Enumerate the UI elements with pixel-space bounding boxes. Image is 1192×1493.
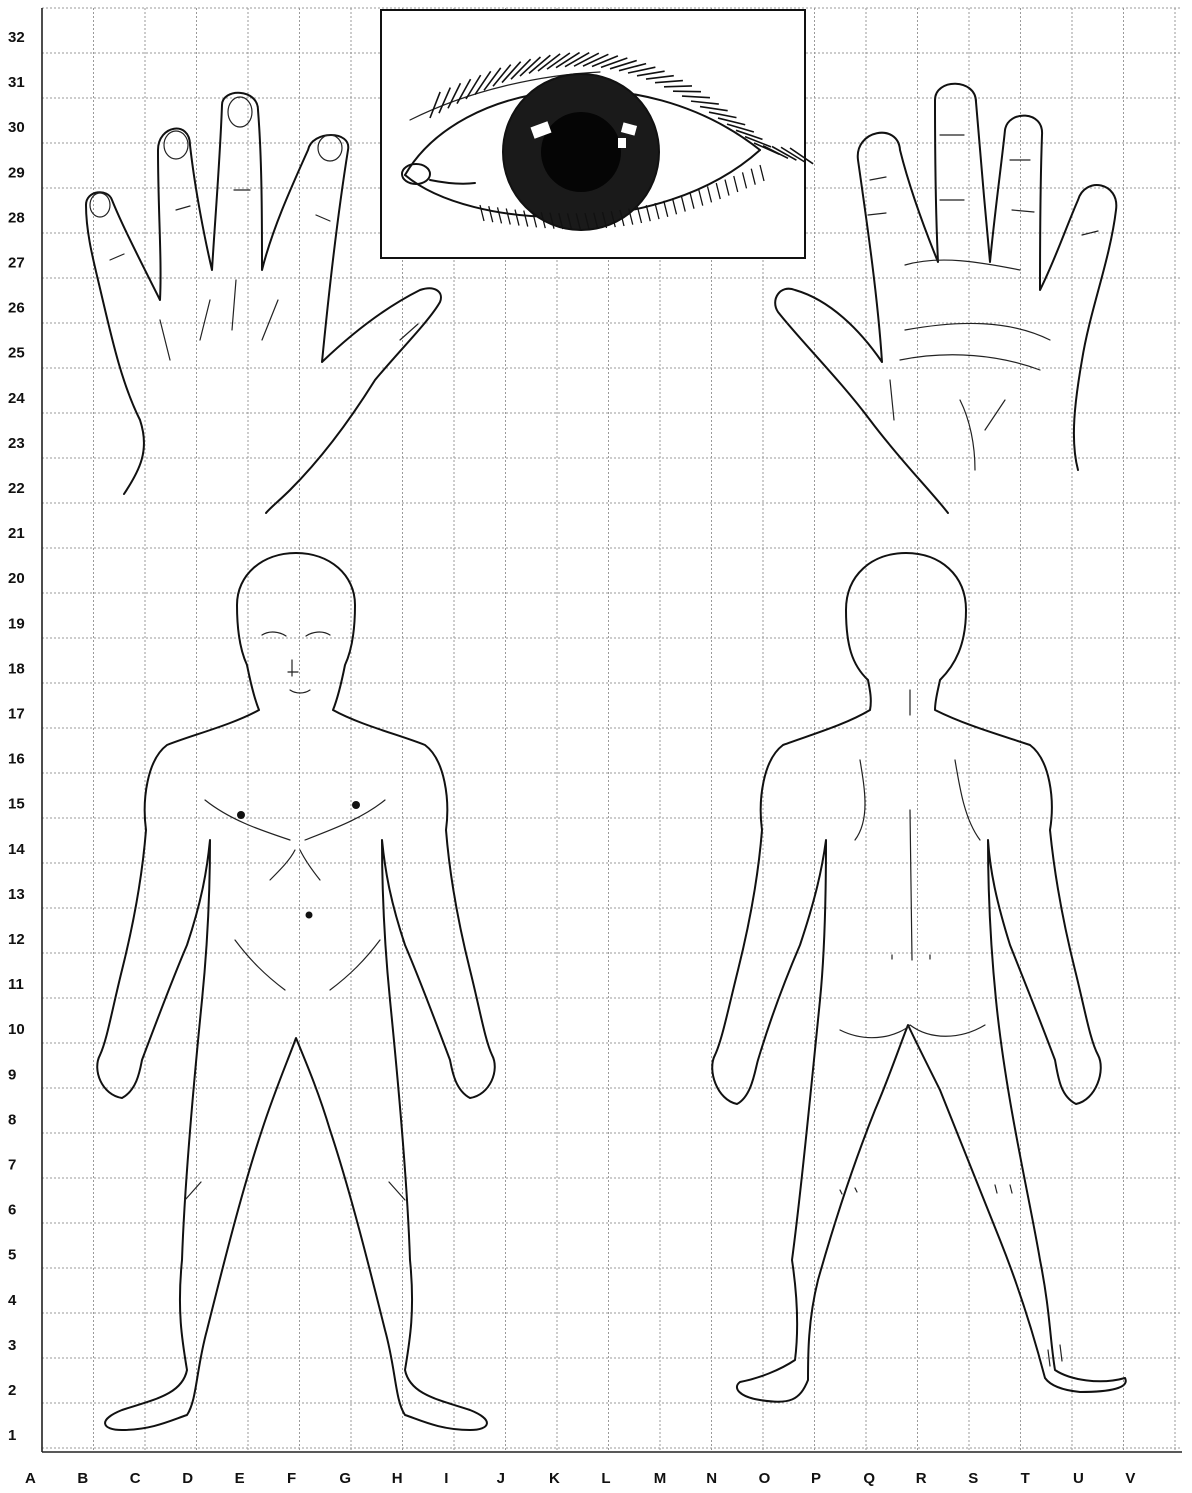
row-label: 21: [8, 525, 25, 542]
row-label: 6: [8, 1202, 16, 1219]
column-label: R: [916, 1470, 927, 1487]
row-label: 13: [8, 886, 25, 903]
hand-palm-illustration: [775, 84, 1116, 513]
row-label: 3: [8, 1337, 16, 1354]
eye-illustration: [381, 10, 813, 258]
column-label: J: [497, 1470, 505, 1487]
row-label: 1: [8, 1427, 16, 1444]
column-label: C: [130, 1470, 141, 1487]
row-label: 5: [8, 1247, 16, 1264]
row-label: 32: [8, 29, 25, 46]
row-label: 23: [8, 435, 25, 452]
row-label: 17: [8, 706, 25, 723]
column-label: P: [811, 1470, 821, 1487]
row-label: 15: [8, 796, 25, 813]
row-label: 28: [8, 209, 25, 226]
column-label: S: [968, 1470, 978, 1487]
column-label: K: [549, 1470, 560, 1487]
row-label: 20: [8, 570, 25, 587]
body-back-illustration: [712, 553, 1126, 1402]
row-label: 19: [8, 615, 25, 632]
column-label: F: [287, 1470, 296, 1487]
column-label: Q: [863, 1470, 875, 1487]
row-label: 31: [8, 74, 25, 91]
row-label: 14: [8, 841, 25, 858]
column-label: H: [392, 1470, 403, 1487]
column-label: E: [235, 1470, 245, 1487]
column-label: N: [706, 1470, 717, 1487]
column-label: A: [25, 1470, 36, 1487]
column-label: M: [654, 1470, 667, 1487]
row-label: 29: [8, 164, 25, 181]
row-label: 16: [8, 751, 25, 768]
column-label: V: [1125, 1470, 1135, 1487]
row-label: 4: [8, 1292, 17, 1309]
column-label: T: [1021, 1470, 1030, 1487]
row-label: 12: [8, 931, 25, 948]
row-label: 25: [8, 345, 25, 362]
row-label: 26: [8, 300, 25, 317]
row-label: 18: [8, 660, 25, 677]
row-label: 8: [8, 1111, 16, 1128]
column-label: B: [77, 1470, 88, 1487]
row-labels: 3231302928272625242322212019181716151413…: [8, 29, 25, 1444]
row-label: 22: [8, 480, 25, 497]
row-label: 24: [8, 390, 25, 407]
row-label: 30: [8, 119, 25, 136]
body-front-illustration: [97, 553, 495, 1430]
row-label: 10: [8, 1021, 25, 1038]
column-label: L: [601, 1470, 610, 1487]
column-label: G: [339, 1470, 351, 1487]
column-label: D: [182, 1470, 193, 1487]
column-label: I: [444, 1470, 448, 1487]
row-label: 2: [8, 1382, 16, 1399]
row-label: 9: [8, 1066, 16, 1083]
column-labels: A B C D E F G H I J K L M N O P Q R S T U V: [25, 1470, 1135, 1487]
row-label: 7: [8, 1157, 16, 1174]
row-label: 11: [8, 976, 24, 993]
row-label: 27: [8, 255, 25, 272]
column-label: O: [759, 1470, 771, 1487]
eyelash-stroke: [664, 86, 692, 87]
column-label: U: [1073, 1470, 1084, 1487]
